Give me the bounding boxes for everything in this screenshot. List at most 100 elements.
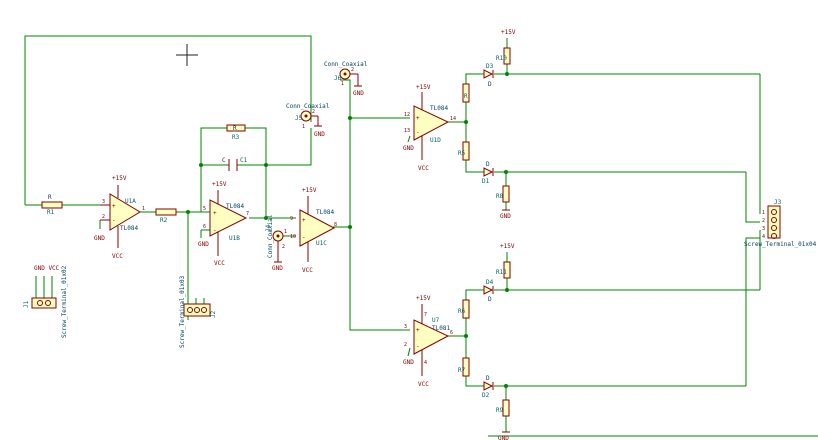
screw-terminal-j1: GND VCC J1 Screw_Terminal_01x02 bbox=[23, 265, 68, 338]
opamp-u7-pin-out: 6 bbox=[450, 330, 453, 336]
diode-d2: D D2 bbox=[482, 375, 494, 399]
resistor-r9-ref: R9 bbox=[496, 407, 504, 414]
diode-d2-value: D bbox=[486, 375, 490, 382]
resistor-r10-ref: R10 bbox=[496, 55, 507, 62]
opamp-u1b-value: TL084 bbox=[226, 203, 244, 210]
screw-terminal-j3-pin-2: 2 bbox=[762, 218, 765, 224]
coax-j4: Conn_Coaxial J4 1 2 GND bbox=[265, 214, 287, 272]
diode-d2-ref: D2 bbox=[482, 392, 490, 399]
opamp-u1b: + - 5 6 7 U1B TL084 +15V VCC GND bbox=[198, 181, 249, 267]
coax-j6-ref: J6 bbox=[334, 75, 342, 82]
crosshair-cursor-icon bbox=[176, 44, 198, 66]
resistor-r5: R5 bbox=[458, 141, 470, 161]
opamp-u1d-pin-out: 14 bbox=[450, 116, 456, 122]
opamp-u1d-pin-n: 13 bbox=[404, 128, 410, 134]
opamp-u1c-pin-n: 9 bbox=[290, 216, 293, 222]
capacitor-c1: C1 C bbox=[222, 157, 248, 171]
resistor-r4: R bbox=[462, 83, 470, 103]
diode-d1-value: D bbox=[486, 161, 490, 168]
opamp-u1a-vplus: +15V bbox=[112, 175, 127, 182]
opamp-u1d-gnd: GND bbox=[403, 145, 414, 152]
opamp-u7: + - 3 2 6 7 4 U7 TL081 +15V VCC GND bbox=[403, 295, 453, 388]
coax-j5-ref: J5 bbox=[295, 115, 303, 122]
resistor-r4-value: R bbox=[464, 93, 468, 100]
resistor-r3: R3 R bbox=[226, 124, 246, 141]
opamp-u1c-value: TL084 bbox=[316, 209, 334, 216]
screw-terminal-j1-value: Screw_Terminal_01x02 bbox=[61, 265, 68, 338]
opamp-u7-pin-a: 7 bbox=[424, 312, 427, 318]
screw-terminal-j3-value: Screw_Terminal_01x04 bbox=[744, 241, 817, 248]
opamp-u1d-ref: U1D bbox=[430, 137, 441, 144]
opamp-u1c-vneg: VCC bbox=[302, 267, 313, 274]
junctions bbox=[186, 72, 509, 388]
opamp-u1b-pin-out: 7 bbox=[246, 211, 249, 217]
resistor-r6-ref: R6 bbox=[458, 308, 466, 315]
resistor-r9: R9 bbox=[496, 399, 510, 417]
opamp-u1a-pin-p: 3 bbox=[102, 199, 105, 205]
opamp-u1c-pin-out: 8 bbox=[334, 222, 337, 228]
coax-j4-value: Conn_Coaxial bbox=[267, 214, 274, 258]
screw-terminal-j3-pin-3: 3 bbox=[762, 226, 765, 232]
opamp-u1c-vplus: +15V bbox=[302, 187, 317, 194]
screw-terminal-j3-pin-4: 4 bbox=[762, 234, 765, 240]
resistor-r7-ref: R7 bbox=[458, 367, 466, 374]
diode-d3-value: D bbox=[488, 81, 492, 88]
resistor-r5-ref: R5 bbox=[458, 150, 466, 157]
coax-j5-pin-b: 2 bbox=[312, 109, 315, 115]
coax-j5-pin-a: 1 bbox=[302, 124, 305, 130]
opamp-u1b-vneg: VCC bbox=[214, 260, 225, 267]
power-plus15-r11: +15V bbox=[500, 243, 515, 250]
opamp-u1d-value: TL084 bbox=[430, 105, 448, 112]
screw-terminal-j2: J2 Screw_Terminal_01x03 bbox=[179, 275, 217, 348]
resistor-r11: R11 bbox=[496, 261, 511, 279]
resistor-r1: R R1 bbox=[41, 194, 63, 216]
coax-j5-value: Conn_Coaxial bbox=[286, 103, 330, 110]
opamp-u1a-value: TL084 bbox=[120, 225, 138, 232]
coax-j4-pin-b: 2 bbox=[282, 244, 285, 250]
resistor-r10: R10 bbox=[496, 47, 511, 65]
opamp-u7-ref: U7 bbox=[432, 317, 440, 324]
coax-j4-pin-a: 1 bbox=[284, 229, 287, 235]
capacitor-c1-value: C bbox=[222, 157, 226, 164]
power-gnd-r9: GND bbox=[498, 435, 509, 440]
opamp-u1a-plus: + bbox=[112, 203, 116, 210]
opamp-u1a-pin-n: 2 bbox=[102, 214, 105, 220]
power-plus15-r10: +15V bbox=[501, 29, 516, 36]
opamp-u1d-vplus: +15V bbox=[416, 84, 431, 91]
opamp-u1c-minus: - bbox=[302, 234, 306, 241]
resistor-r8-ref: R8 bbox=[496, 193, 504, 200]
opamp-u1d: + - 12 13 14 U1D TL084 +15V VCC GND bbox=[403, 84, 456, 172]
diode-d4-value: D bbox=[488, 296, 492, 303]
screw-terminal-j1-ref: J1 bbox=[23, 300, 30, 308]
resistor-r2-ref: R2 bbox=[160, 217, 168, 224]
coax-j6-value: Conn_Coaxial bbox=[324, 61, 368, 68]
opamp-u1a-vneg: VCC bbox=[112, 253, 123, 260]
opamp-u1d-minus: - bbox=[416, 129, 420, 136]
opamp-u7-pin-b: 4 bbox=[424, 360, 427, 366]
opamp-u1b-ref: U1B bbox=[229, 235, 240, 242]
opamp-u1b-vplus: +15V bbox=[212, 181, 227, 188]
opamp-u7-minus: - bbox=[416, 343, 420, 350]
opamp-u1c-plus: + bbox=[302, 217, 306, 224]
opamp-u7-pin-n: 2 bbox=[404, 342, 407, 348]
diode-d1: D D1 bbox=[482, 161, 494, 185]
resistor-r3-ref: R3 bbox=[232, 134, 240, 141]
opamp-u7-plus: + bbox=[416, 327, 420, 334]
opamp-u1a-minus: - bbox=[112, 217, 116, 224]
power-gnd-r8: GND bbox=[500, 213, 511, 220]
opamp-u1c: + - 9 10 8 U1C TL084 +15V VCC bbox=[290, 187, 337, 274]
coax-j6-pin-b: 2 bbox=[351, 67, 354, 73]
resistor-r6: R6 bbox=[458, 299, 470, 319]
capacitor-c1-ref: C1 bbox=[240, 157, 248, 164]
screw-terminal-j1-power: GND VCC bbox=[34, 265, 60, 272]
diode-d3: D3 D bbox=[483, 63, 494, 88]
resistor-r2: R2 bbox=[155, 208, 177, 224]
resistor-r1-value: R bbox=[48, 194, 52, 201]
coax-j4-ref: J4 bbox=[265, 224, 272, 232]
opamp-u1b-plus: + bbox=[213, 210, 217, 217]
opamp-u1a-gnd: GND bbox=[94, 235, 105, 242]
opamp-u1a-ref: U1A bbox=[125, 198, 136, 205]
resistor-r3-value: R bbox=[233, 125, 237, 132]
opamp-u1d-plus: + bbox=[416, 115, 420, 122]
